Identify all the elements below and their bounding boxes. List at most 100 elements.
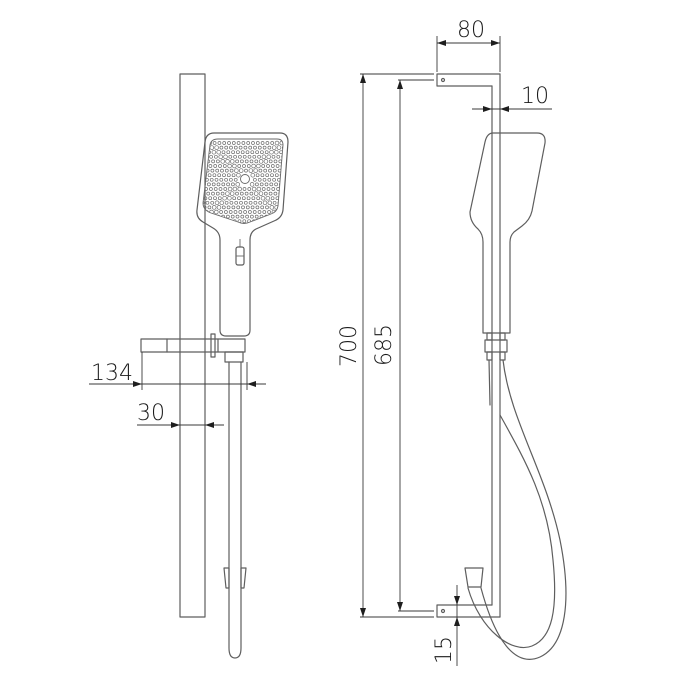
- nozzle-icon: [260, 173, 265, 178]
- nozzle-icon: [243, 145, 248, 150]
- nozzle-icon: [248, 168, 254, 173]
- nozzle-icon: [203, 210, 204, 214]
- nozzle-icon: [257, 210, 262, 214]
- nozzle-icon: [203, 200, 205, 205]
- nozzle-icon: [209, 154, 213, 159]
- nozzle-icon: [256, 219, 261, 224]
- side-nub-right: [499, 332, 506, 341]
- nozzle-icon: [212, 141, 217, 145]
- nozzle-icon: [260, 141, 265, 145]
- nozzle-icon: [248, 200, 253, 205]
- nozzle-icon: [256, 163, 261, 169]
- nozzle-icon: [262, 145, 267, 150]
- nozzle-icon: [208, 164, 213, 168]
- bottom-wall-bracket: [436, 604, 501, 618]
- nozzle-icon: [213, 187, 218, 191]
- screw-hole-icon: [440, 608, 446, 614]
- nozzle-icon: [229, 145, 233, 150]
- nozzle-icon: [255, 182, 259, 187]
- side-hand-shower: [469, 132, 546, 361]
- nozzle-icon: [248, 145, 253, 150]
- nozzle-icon: [266, 187, 271, 191]
- nozzle-icon: [266, 219, 271, 224]
- nozzle-icon: [249, 191, 254, 196]
- nozzle-icon: [253, 145, 257, 150]
- nozzle-icon: [236, 150, 240, 155]
- nozzle-icon: [237, 164, 242, 168]
- nozzle-icon: [239, 200, 243, 205]
- nozzle-icon: [253, 168, 258, 173]
- nozzle-icon: [257, 145, 262, 150]
- nozzle-icon: [225, 159, 230, 164]
- nozzle-icon: [216, 182, 221, 187]
- dimension-10: 10: [472, 84, 552, 112]
- side-nub-left-lower: [486, 351, 493, 361]
- nozzle-pattern: [198, 140, 283, 224]
- nozzle-icon: [242, 164, 246, 168]
- front-hose: [223, 361, 247, 659]
- nozzle-icon: [222, 173, 226, 178]
- top-wall-bracket: [436, 73, 501, 87]
- nozzle-icon: [255, 150, 259, 155]
- nozzle-icon: [258, 159, 264, 164]
- front-slider-holder: [140, 333, 246, 363]
- side-view: 80 10 700 685: [337, 18, 567, 666]
- nozzle-icon: [226, 205, 231, 210]
- nozzle-icon: [232, 196, 237, 201]
- nozzle-icon: [274, 140, 280, 146]
- nozzle-icon: [238, 210, 243, 214]
- nozzle-icon: [237, 186, 242, 192]
- nozzle-icon: [207, 182, 211, 187]
- nozzle-icon: [232, 186, 238, 192]
- hose-connector: [224, 351, 244, 363]
- nozzle-icon: [243, 210, 247, 214]
- nozzle-icon: [239, 191, 244, 196]
- nozzle-icon: [250, 205, 255, 210]
- nozzle-icon: [269, 214, 273, 219]
- nozzle-icon: [235, 159, 239, 164]
- nozzle-icon: [256, 196, 261, 201]
- nozzle-icon: [269, 182, 274, 187]
- nozzle-icon: [242, 187, 247, 191]
- nozzle-icon: [265, 195, 271, 201]
- nozzle-icon: [279, 140, 283, 146]
- nozzle-icon: [209, 187, 213, 191]
- nozzle-icon: [213, 164, 218, 168]
- nozzle-icon: [229, 168, 234, 173]
- nozzle-icon: [274, 182, 278, 187]
- nozzle-icon: [231, 141, 236, 145]
- nozzle-icon: [245, 214, 249, 219]
- nozzle-icon: [258, 191, 264, 196]
- nozzle-icon: [252, 210, 257, 214]
- nozzle-icon: [199, 197, 202, 200]
- nozzle-icon: [203, 196, 208, 201]
- nozzle-icon: [224, 168, 229, 173]
- nozzle-icon: [241, 205, 245, 210]
- nozzle-icon: [260, 195, 266, 201]
- dimension-685: 685: [372, 79, 434, 612]
- nozzle-icon: [211, 191, 215, 196]
- nozzle-icon: [211, 182, 216, 187]
- nozzle-icon: [229, 200, 234, 205]
- nozzle-icon: [205, 145, 209, 150]
- nozzle-icon: [264, 182, 269, 187]
- nozzle-icon: [261, 154, 267, 160]
- nozzle-icon: [246, 141, 251, 145]
- dimension-label-700: 700: [337, 325, 362, 367]
- nozzle-icon: [224, 210, 228, 214]
- nozzle-icon: [223, 219, 227, 224]
- nozzle-icon: [267, 145, 272, 150]
- nozzle-icon: [231, 150, 235, 155]
- nozzle-icon: [222, 164, 227, 168]
- nozzle-icon: [241, 141, 246, 145]
- nozzle-icon: [269, 205, 275, 210]
- nozzle-icon: [207, 173, 212, 178]
- nozzle-icon: [221, 205, 226, 210]
- shower-head-outline: [196, 132, 289, 337]
- dimension-30: 30: [137, 401, 224, 428]
- side-nub-left: [486, 332, 493, 341]
- nozzle-icon: [263, 168, 268, 173]
- nozzle-icon: [272, 177, 276, 182]
- nozzle-icon: [198, 206, 201, 209]
- side-nub-right-lower: [499, 351, 506, 361]
